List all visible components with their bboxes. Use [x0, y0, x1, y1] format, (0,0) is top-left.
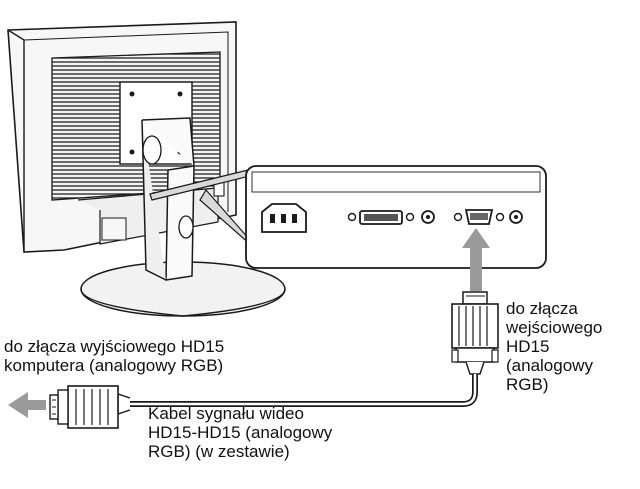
label-line: do złącza [506, 299, 578, 318]
monitor-illustration [7, 21, 286, 317]
label-line: HD15 [506, 337, 550, 356]
cable-connector-monitor-end [451, 291, 499, 375]
stand-neck [141, 117, 195, 281]
ac-power-socket [261, 203, 307, 233]
label-line: wejściowego [506, 318, 603, 337]
hd15-port [453, 209, 523, 225]
label-line: HD15-HD15 (analogowy [148, 423, 333, 442]
arrow-to-computer-icon [8, 392, 46, 418]
label-line: RGB) [506, 375, 549, 394]
cable-connector-computer-end [49, 385, 131, 429]
label-line: komputera (analogowy RGB) [4, 356, 224, 375]
label-line: do złącza wyjściowego HD15 [4, 337, 225, 356]
arrow-to-monitor-icon [462, 228, 490, 291]
label-line: Kabel sygnału wideo [148, 404, 304, 423]
label-line: RGB) (w zestawie) [148, 442, 290, 461]
label-line: (analogowy [506, 356, 593, 375]
video-cable [130, 374, 478, 407]
connector-panel [245, 165, 547, 269]
dvi-port [347, 210, 435, 225]
monitor-input-label: do złącza wejściowego HD15 (analogowy RG… [506, 299, 602, 394]
cable-label: Kabel sygnału wideo HD15-HD15 (analogowy… [148, 404, 332, 461]
computer-output-label: do złącza wyjściowego HD15 komputera (an… [4, 337, 224, 375]
